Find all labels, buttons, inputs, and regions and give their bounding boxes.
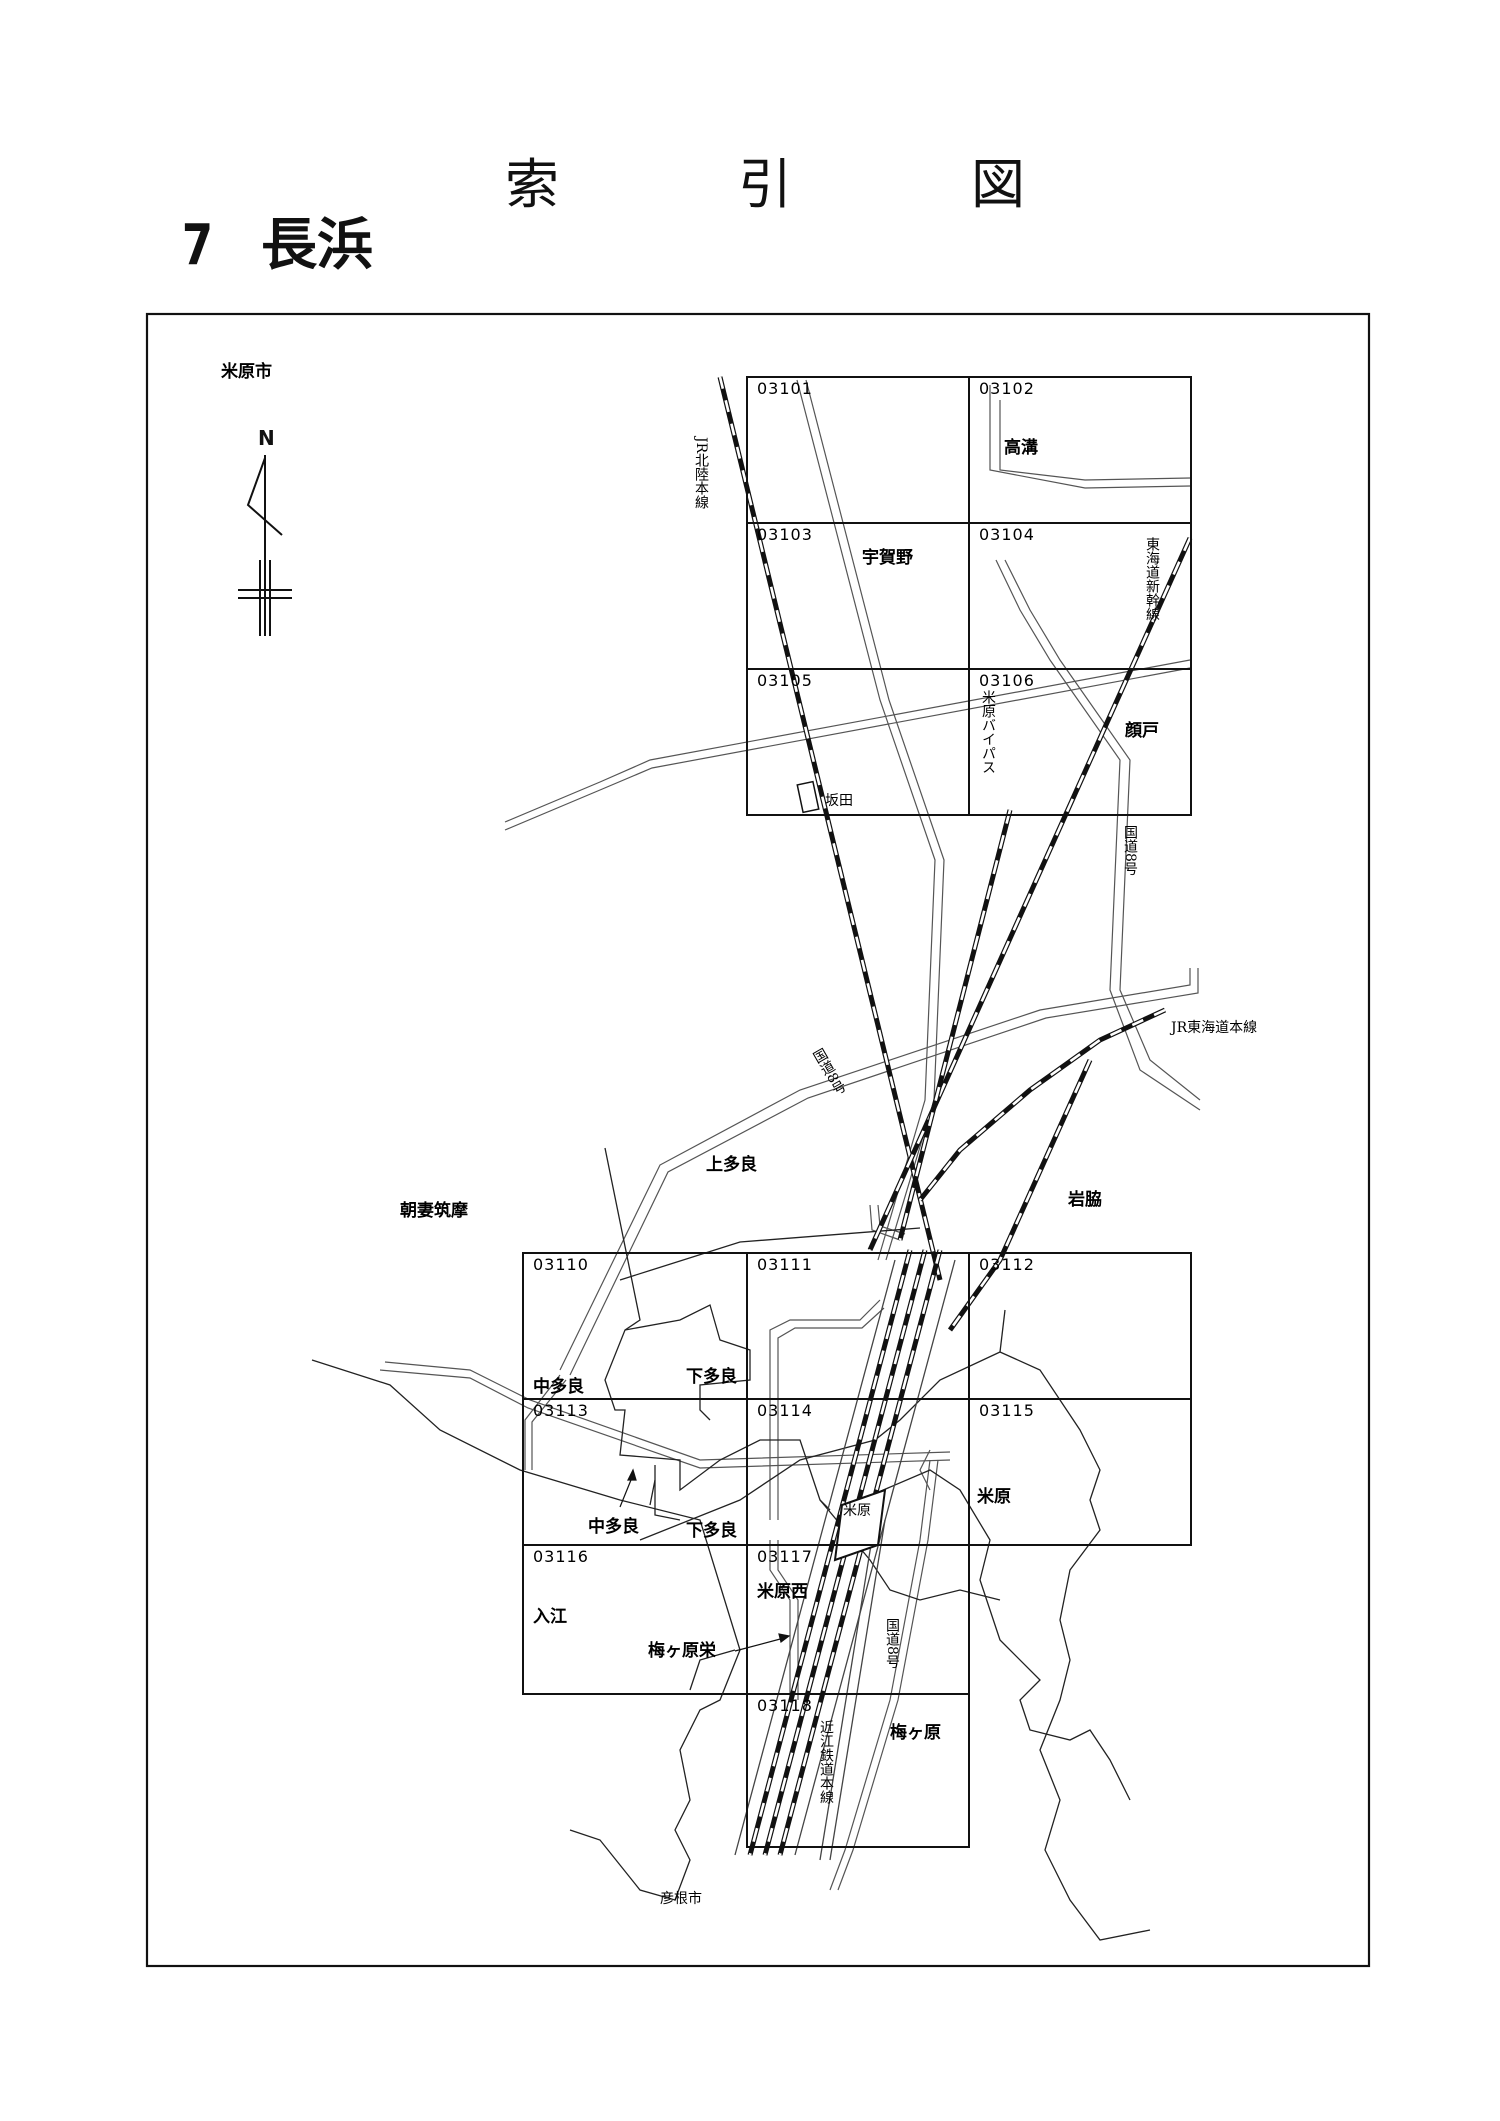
sheet-03104: 03104: [979, 525, 1035, 544]
label-jr-hokuriku: JR北陸本線: [693, 435, 709, 509]
title-char-2: 引: [738, 153, 792, 216]
sheet-03116: 03116: [533, 1547, 589, 1566]
place-hikone-city: 彦根市: [660, 1890, 702, 1907]
label-ohmi-railway: 近江鉄道本線: [818, 1720, 834, 1804]
jr-hokuriku-line: [717, 376, 943, 1281]
place-kaodo: 顔戸: [1124, 720, 1159, 741]
title-char-1: 索: [505, 153, 559, 216]
ohmi-railway-line: [819, 1519, 876, 1861]
leader-arrows: [619, 1468, 791, 1652]
place-ugano: 宇賀野: [862, 547, 913, 568]
label-shinkansen: 東海道新幹線: [1144, 537, 1160, 621]
sakata-station-label: 坂田: [825, 793, 853, 809]
label-route8-c: 国道8号: [884, 1618, 900, 1669]
north-arrow-icon: N: [238, 426, 292, 636]
place-maibara-nishi: 米原西: [757, 1581, 808, 1602]
sakata-station-icon: [796, 780, 820, 814]
place-nakatara-b: 中多良: [588, 1516, 639, 1537]
sheet-03115: 03115: [979, 1401, 1035, 1420]
sheet-03103: 03103: [757, 525, 813, 544]
jr-tokaido-line: [918, 1007, 1167, 1332]
place-shimotara-a: 下多良: [686, 1366, 737, 1387]
index-map-title: 索 引 図: [505, 140, 1025, 219]
sheet-03105: 03105: [757, 671, 813, 690]
sheet-labels: 03101 03102 03103 03104 03105 03106 0311…: [533, 379, 1035, 1715]
place-nakatara-a: 中多良: [533, 1376, 584, 1397]
label-route8-a: 国道8号: [1122, 825, 1138, 876]
sheet-03114: 03114: [757, 1401, 813, 1420]
section-heading: 7 長浜: [178, 200, 373, 281]
place-shimotara-b: 下多良: [686, 1520, 737, 1541]
title-char-3: 図: [971, 153, 1025, 216]
label-maibara-bypass: 米原バイパス: [980, 690, 996, 774]
place-labels: 高溝 宇賀野 顔戸 上多良 朝妻筑摩 岩脇 中多良 下多良 中多良 下多良 米原…: [400, 437, 1159, 1907]
sheet-03118: 03118: [757, 1696, 813, 1715]
place-umegahara: 梅ヶ原: [890, 1722, 941, 1743]
sheet-03101: 03101: [757, 379, 813, 398]
ohmi-railway-line-2: [829, 1519, 886, 1861]
place-asazuma-chikuma: 朝妻筑摩: [400, 1200, 468, 1221]
maibara-station-label: 米原: [843, 1503, 871, 1519]
section-name: 長浜: [260, 213, 373, 278]
sheet-03110: 03110: [533, 1255, 589, 1274]
place-irie: 入江: [533, 1607, 567, 1627]
place-umegahara-sakae: 梅ヶ原栄: [648, 1640, 717, 1661]
sheet-grid: [522, 376, 1192, 1848]
tokaido-shinkansen-line: [867, 536, 1193, 1252]
north-label: N: [258, 426, 275, 450]
sheet-03117: 03117: [757, 1547, 813, 1566]
sheet-03111: 03111: [757, 1255, 813, 1274]
section-number: 7: [181, 213, 214, 278]
sheet-03102: 03102: [979, 379, 1035, 398]
place-takamizo: 高溝: [1004, 437, 1038, 458]
boundaries: [311, 1147, 1151, 1941]
place-maibara: 米原: [977, 1486, 1011, 1507]
label-jr-tokaido: JR東海道本線: [1169, 1020, 1257, 1036]
map-frame: [145, 312, 1371, 1968]
city-label: 米原市: [221, 361, 272, 382]
place-kamitara: 上多良: [706, 1154, 757, 1175]
sheet-03112: 03112: [979, 1255, 1035, 1274]
sheet-03113: 03113: [533, 1401, 589, 1420]
place-iwawaki: 岩脇: [1067, 1189, 1102, 1210]
sheet-03106: 03106: [979, 671, 1035, 690]
roads: [379, 379, 1201, 1891]
